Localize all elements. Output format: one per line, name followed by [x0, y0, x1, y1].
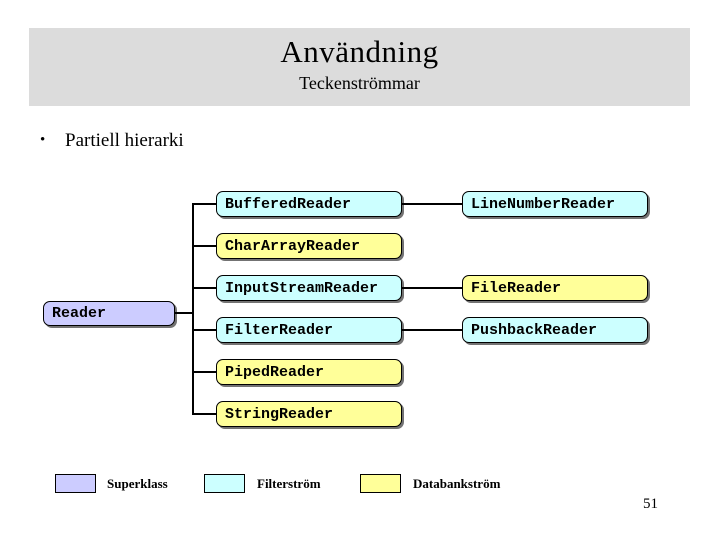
- class-box-pushbackreader: PushbackReader: [462, 317, 648, 343]
- bullet-item: • Partiell hierarki: [40, 130, 184, 152]
- legend-swatch-filterstrom: [204, 474, 245, 493]
- class-box-bufferedreader: BufferedReader: [216, 191, 402, 217]
- class-box-pipedreader: PipedReader: [216, 359, 402, 385]
- class-box-filereader: FileReader: [462, 275, 648, 301]
- legend-swatch-databankstrom: [360, 474, 401, 493]
- class-box-linenumberreader: LineNumberReader: [462, 191, 648, 217]
- connector-inputstream-file: [400, 287, 464, 289]
- bullet-icon: •: [40, 132, 46, 148]
- connector-stub-pipedreader: [192, 371, 218, 373]
- slide-header: Användning Teckenströmmar: [29, 28, 690, 106]
- class-box-chararrayreader: CharArrayReader: [216, 233, 402, 259]
- connector-stub-bufferedreader: [192, 203, 218, 205]
- legend-label-filterstrom: Filterström: [257, 476, 321, 491]
- connector-stub-filterreader: [192, 329, 218, 331]
- slide-subtitle: Teckenströmmar: [299, 73, 420, 93]
- bullet-text: Partiell hierarki: [65, 130, 184, 151]
- class-box-reader: Reader: [43, 301, 175, 326]
- class-box-stringreader: StringReader: [216, 401, 402, 427]
- connector-trunk: [192, 203, 194, 415]
- legend-label-superklass: Superklass: [107, 476, 168, 491]
- connector-buffered-linenumber: [400, 203, 464, 205]
- connector-stub-stringreader: [192, 413, 218, 415]
- class-box-filterreader: FilterReader: [216, 317, 402, 343]
- class-box-inputstreamreader: InputStreamReader: [216, 275, 402, 301]
- legend-swatch-superklass: [55, 474, 96, 493]
- legend-label-databankstrom: Databankström: [413, 476, 501, 491]
- connector-filter-pushback: [400, 329, 464, 331]
- page-number: 51: [643, 496, 658, 512]
- connector-stub-chararrayreader: [192, 245, 218, 247]
- connector-stub-inputstreamreader: [192, 287, 218, 289]
- connector-root-to-trunk: [175, 312, 193, 314]
- slide-title: Användning: [280, 34, 439, 69]
